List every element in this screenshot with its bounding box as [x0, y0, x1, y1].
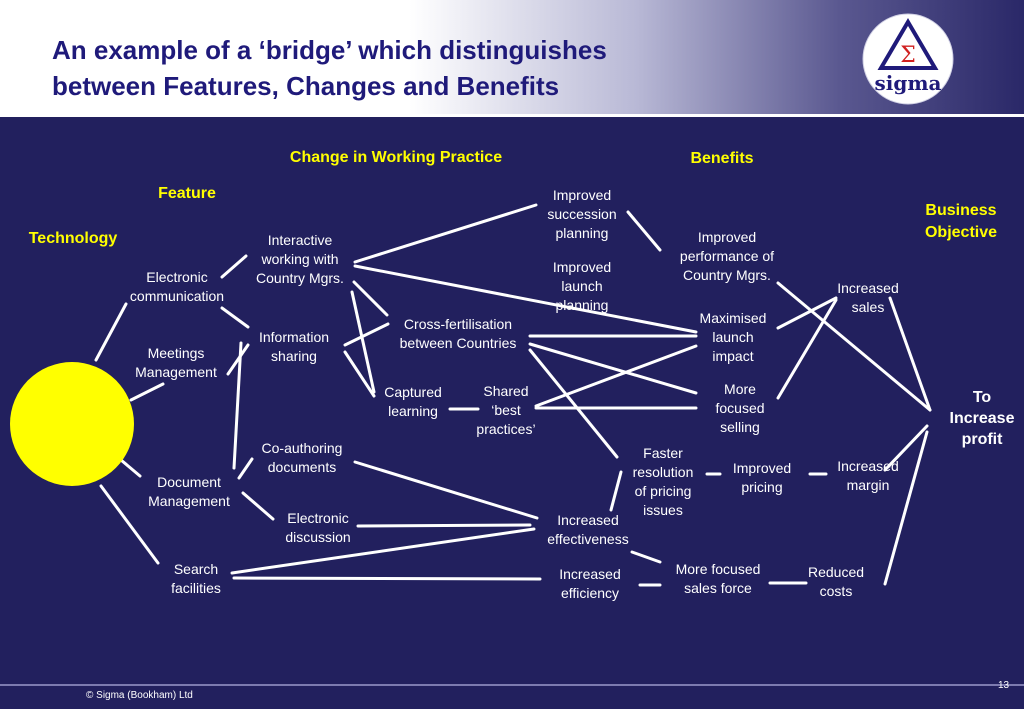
header-change-in-working-practice: Change in Working Practice — [289, 149, 503, 166]
header-band — [0, 0, 1024, 114]
node-improved-performance: Improved performance of Country Mgrs. — [679, 229, 775, 283]
node-co-authoring: Co-authoring documents — [261, 440, 343, 475]
header-technology: Technology — [28, 230, 118, 247]
node-faster-resolution: Faster resolution of pricing issues — [632, 445, 694, 518]
slide-title-line-1: An example of a ‘bridge’ which distingui… — [52, 35, 607, 65]
slide-title-line-2: between Features, Changes and Benefits — [52, 71, 560, 101]
node-increased-efficiency: Increased efficiency — [559, 566, 621, 601]
node-maximised-launch-impact: Maximised launch impact — [699, 310, 767, 364]
footer-copyright: © Sigma (Bookham) Ltd — [86, 690, 193, 701]
node-to-increase-profit: To Increase profit — [949, 389, 1015, 448]
page-number: 13 — [998, 680, 1010, 691]
node-document-management: Document Management — [148, 474, 230, 509]
header-benefits: Benefits — [690, 150, 754, 167]
header-divider — [0, 114, 1024, 117]
sigma-logo: Σ sigma — [862, 13, 954, 105]
node-improved-pricing: Improved pricing — [732, 460, 792, 495]
technology-circle — [10, 362, 134, 486]
node-search-facilities: Search facilities — [171, 561, 221, 596]
node-electronic-communication: Electronic communication — [129, 269, 225, 304]
slide-title: An example of a ‘bridge’ which distingui… — [52, 32, 812, 104]
header-feature: Feature — [158, 185, 216, 202]
node-interactive-working: Interactive working with Country Mgrs. — [256, 232, 344, 286]
node-captured-learning: Captured learning — [384, 384, 442, 419]
node-increased-sales: Increased sales — [837, 280, 899, 315]
header-business-objective: Business Objective — [924, 202, 998, 241]
node-improved-succession-planning: Improved succession planning — [547, 187, 617, 241]
node-cross-fertilisation: Cross-fertilisation between Countries — [399, 316, 517, 351]
node-reduced-costs: Reduced costs — [807, 564, 865, 599]
node-more-focused-selling: More focused selling — [715, 381, 765, 435]
footer-divider — [0, 684, 1024, 686]
logo-symbol: Σ — [900, 43, 916, 68]
node-shared-best-practices: Shared ‘best practices’ — [476, 383, 536, 437]
node-increased-margin: Increased margin — [837, 458, 899, 493]
node-meetings-management: Meetings Management — [135, 345, 217, 380]
node-information-sharing: Information sharing — [258, 329, 330, 364]
node-more-focused-sales-force: More focused sales force — [675, 561, 761, 596]
node-increased-effectiveness: Increased effectiveness — [547, 512, 629, 547]
node-improved-launch-planning: Improved launch planning — [552, 259, 612, 313]
logo-wordmark: sigma — [875, 71, 942, 95]
node-electronic-discussion: Electronic discussion — [285, 510, 351, 545]
